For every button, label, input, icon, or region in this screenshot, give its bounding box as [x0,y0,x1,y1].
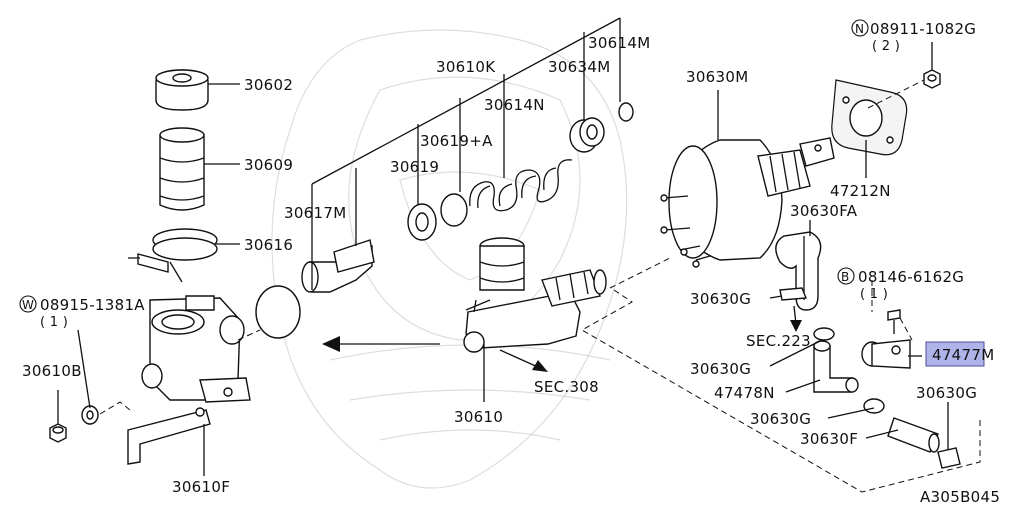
label-30609: 30609 [244,156,293,174]
fastener-w-prefix: W [22,298,34,312]
watermark-emblem [271,29,628,489]
label-30616: 30616 [244,236,293,254]
label-30610F: 30610F [172,478,230,496]
label-30630F: 30630F [800,430,858,448]
fastener-w-qty: ( 1 ) [40,315,68,330]
spring-30614N-drawing [469,159,573,212]
fastener-w-number: 08915-1381A [40,296,145,314]
label-30630FA: 30630FA [790,202,858,220]
label-30602: 30602 [244,76,293,94]
label-47212N: 47212N [830,182,891,200]
label-30619A: 30619+A [420,132,493,150]
dashed-outlines [99,79,981,493]
label-30610K: 30610K [436,58,496,76]
master-cylinder-body-drawing [127,295,251,465]
clamp-30630G-lower-drawing [863,398,885,414]
fastener-n-number: 08911-1082G [870,20,976,38]
diaphragm-30617M-drawing [255,285,301,339]
washer-08915-drawing [81,405,99,425]
clamp-30630G-upper-drawing [779,287,808,301]
master-cylinder-30610-drawing [463,237,607,353]
check-valve-47478N-drawing [813,340,859,393]
part-labels: 30602 30609 30616 30617M 30610K 30614M 3… [22,34,1000,506]
label-47478N: 47478N [714,384,775,402]
piston-assembly-drawing [301,239,375,293]
nut-08911-drawing [923,69,941,89]
snap-ring-30619A-drawing [440,193,468,227]
label-30614M: 30614M [588,34,650,52]
assembly-arrow [322,336,440,352]
label-30610: 30610 [454,408,503,426]
hose-30630F-drawing [887,417,940,453]
label-30630G-1: 30630G [690,290,751,308]
label-47477M: 47477M [932,346,994,364]
fastener-n-qty: ( 2 ) [872,39,900,54]
label-30619: 30619 [390,158,439,176]
fastener-b-callout: B 08146-6162G ( 1 ) [837,267,964,302]
fastener-b-prefix: B [841,270,850,284]
label-30630G-4: 30630G [916,384,977,402]
label-30630G-3: 30630G [750,410,811,428]
fastener-b-qty: ( 1 ) [860,287,888,302]
bolt-08146-drawing [887,309,901,334]
leader-lines [57,17,949,476]
seal-30634M-drawing [569,117,605,153]
clamp-30630G-right-drawing [937,447,961,469]
label-30617M: 30617M [284,204,346,222]
bracket-47477M-drawing [861,339,911,369]
sec223-arrow [790,305,802,332]
clip-30614M-drawing [618,102,634,122]
fastener-w-callout: W 08915-1381A ( 1 ) [19,295,145,330]
fastener-n-callout: N 08911-1082G ( 2 ) [851,19,976,54]
fastener-n-prefix: N [855,22,864,36]
label-30614N: 30614N [484,96,545,114]
nut-30610B-drawing [49,423,67,443]
cap-30602-drawing [155,69,209,111]
gasket-47212N-drawing [831,79,908,156]
fastener-b-number: 08146-6162G [858,268,964,286]
highlight-47477M [925,341,985,367]
label-30630M: 30630M [686,68,748,86]
sec308-arrow [499,349,548,372]
booster-30630M-drawing [660,137,835,268]
diagram-code: A305B045 [920,488,1000,506]
seal-30619-drawing [407,203,437,241]
vacuum-hose-30630FA-drawing [775,231,822,311]
clamp-30630G-mid-drawing [813,327,835,341]
label-sec308: SEC.308 [534,378,599,396]
label-30630G-2: 30630G [690,360,751,378]
reservoir-30609-drawing [159,127,205,211]
label-sec223: SEC.223 [746,332,811,350]
band-clamp-30616-drawing [128,228,218,283]
label-30634M: 30634M [548,58,610,76]
label-30610B: 30610B [22,362,82,380]
